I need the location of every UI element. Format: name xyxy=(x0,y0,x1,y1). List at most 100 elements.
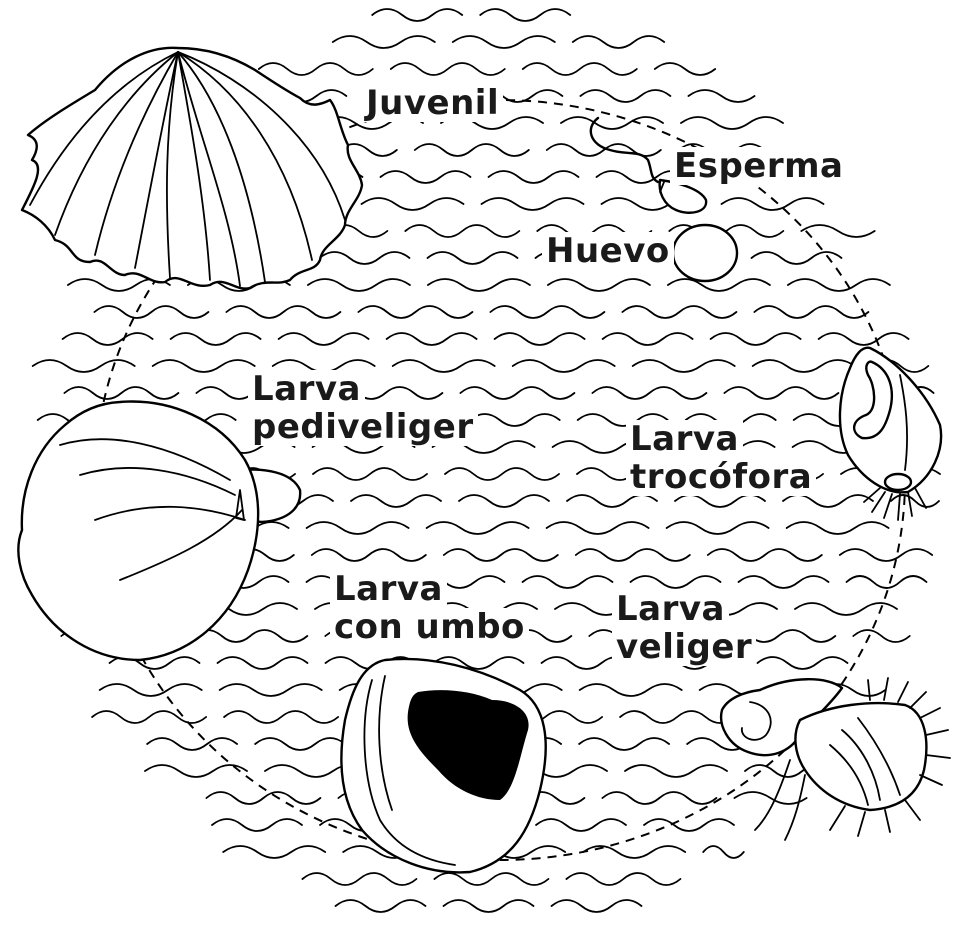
wave-line xyxy=(633,360,735,372)
wave-line xyxy=(667,522,769,534)
stage-label-umbo-line1: Larva xyxy=(330,570,447,608)
wave-line xyxy=(428,252,518,264)
stage-label-huevo: Huevo xyxy=(542,232,674,270)
wave-line xyxy=(415,144,529,156)
stage-label-trocofora-line1: Larva xyxy=(626,420,743,458)
wave-line xyxy=(847,576,927,588)
wave-line xyxy=(312,549,426,561)
wave-line xyxy=(592,387,706,399)
wave-line xyxy=(434,873,548,885)
wave-line xyxy=(853,630,909,642)
wave-line xyxy=(427,522,529,534)
wave-line xyxy=(495,333,585,345)
wave-line xyxy=(393,360,495,372)
stage-label-trocofora-line2: trocófora xyxy=(626,458,816,496)
wave-line xyxy=(482,198,584,210)
wave-line xyxy=(92,711,206,723)
wave-line xyxy=(490,306,604,318)
wave-line xyxy=(470,414,560,426)
wave-line xyxy=(536,819,626,831)
wave-line xyxy=(223,846,325,858)
wave-line xyxy=(622,306,736,318)
wave-line xyxy=(753,360,855,372)
wave-line xyxy=(480,9,570,21)
wave-line xyxy=(307,522,409,534)
wave-line xyxy=(333,36,435,48)
wave-line xyxy=(226,306,340,318)
wave-line xyxy=(153,360,255,372)
trochophore-larva-icon xyxy=(840,348,941,520)
wave-line xyxy=(453,36,555,48)
wave-line xyxy=(33,360,135,372)
wave-line xyxy=(573,36,664,48)
wave-line xyxy=(523,576,613,588)
wave-line xyxy=(548,279,650,291)
wave-line xyxy=(220,684,322,696)
wave-line xyxy=(801,225,874,237)
wave-line xyxy=(336,900,426,912)
wave-line xyxy=(387,333,477,345)
wave-line xyxy=(94,306,208,318)
stage-label-pediveliger-line2: pediveliger xyxy=(248,408,478,446)
wave-line xyxy=(372,9,462,21)
wave-line xyxy=(819,333,909,345)
stage-label-juvenil: Juvenil xyxy=(362,84,503,122)
egg-icon xyxy=(673,225,737,281)
wave-line xyxy=(547,144,661,156)
wave-line xyxy=(445,468,559,480)
wave-line xyxy=(459,495,549,507)
wave-line xyxy=(145,765,247,777)
wave-line xyxy=(734,792,806,804)
wave-line xyxy=(724,387,838,399)
wave-line xyxy=(681,117,783,129)
wave-line xyxy=(489,171,579,183)
wave-line xyxy=(147,738,237,750)
wave-line xyxy=(320,252,410,264)
wave-line xyxy=(313,468,427,480)
wave-line xyxy=(566,873,680,885)
wave-line xyxy=(620,711,734,723)
wave-line xyxy=(381,171,471,183)
wave-line xyxy=(523,63,637,75)
wave-line xyxy=(576,549,690,561)
veliger-larva-icon xyxy=(721,678,950,840)
wave-line xyxy=(580,684,682,696)
wave-line xyxy=(218,657,308,669)
wave-line xyxy=(739,576,829,588)
wave-line xyxy=(580,90,670,102)
stage-label-veliger-line2: veliger xyxy=(612,628,756,666)
wave-line xyxy=(602,792,716,804)
wave-line xyxy=(64,387,178,399)
wave-line xyxy=(63,333,153,345)
wave-line xyxy=(788,279,890,291)
wave-line xyxy=(787,522,889,534)
wave-line xyxy=(255,738,345,750)
wave-line xyxy=(655,63,715,75)
wave-line xyxy=(391,63,505,75)
wave-line xyxy=(840,549,932,561)
wave-line xyxy=(708,549,822,561)
umbo-larva-icon xyxy=(341,659,545,872)
wave-line xyxy=(891,495,939,507)
stage-label-esperma: Esperma xyxy=(670,147,848,185)
wave-line xyxy=(362,198,464,210)
stage-label-umbo-line2: con umbo xyxy=(330,608,529,646)
wave-line xyxy=(754,306,868,318)
wave-line xyxy=(603,333,693,345)
scallop-shell-icon xyxy=(22,48,362,289)
wave-line xyxy=(758,657,848,669)
wave-line xyxy=(308,279,410,291)
wave-line xyxy=(193,630,307,642)
wave-line xyxy=(444,900,534,912)
wave-line xyxy=(302,873,416,885)
wave-line xyxy=(552,900,642,912)
wave-line xyxy=(100,684,202,696)
wave-line xyxy=(688,90,754,102)
wave-line xyxy=(206,792,320,804)
stage-label-veliger-line1: Larva xyxy=(612,590,729,628)
wave-line xyxy=(711,333,801,345)
wave-line xyxy=(358,306,472,318)
wave-line xyxy=(703,846,744,858)
wave-line xyxy=(405,225,519,237)
